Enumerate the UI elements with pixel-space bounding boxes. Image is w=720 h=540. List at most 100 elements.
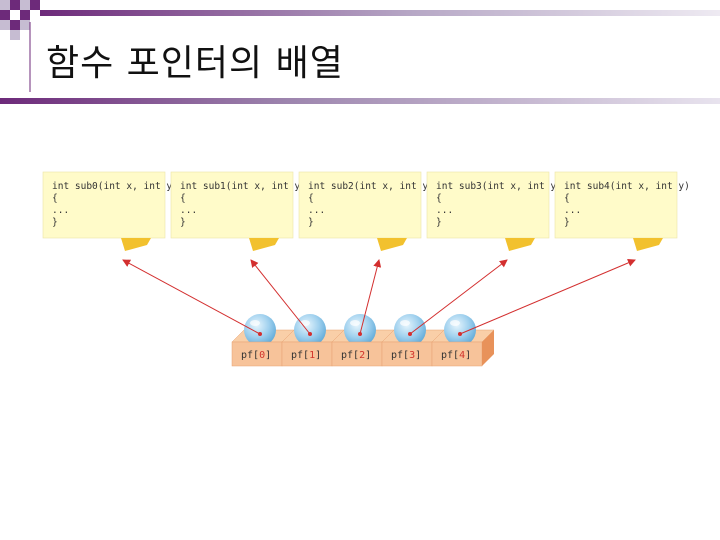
code-line: { [52, 193, 58, 204]
function-note: int sub0(int x, int y){...} [42, 171, 178, 251]
note-body [42, 171, 166, 239]
array-cell: pf[3] [381, 314, 445, 367]
cell-name: pf [341, 350, 353, 361]
header-top-bar [40, 10, 720, 16]
array-cell: pf[2] [331, 314, 395, 367]
pointer-arrow [359, 259, 382, 335]
decor-square [0, 20, 10, 30]
pointer-sphere [394, 314, 426, 346]
cell-front [231, 341, 283, 367]
code-line: int sub0(int x, int y) [52, 181, 178, 192]
cell-label: pf[4] [441, 350, 471, 361]
cell-front [281, 341, 333, 367]
slide-decoration [0, 0, 720, 104]
decor-square [0, 0, 10, 10]
close-bracket: ] [265, 350, 271, 361]
sphere-highlight [350, 320, 360, 326]
decor-square [0, 10, 10, 20]
open-bracket: [ [253, 350, 259, 361]
function-note: int sub1(int x, int y){...} [170, 171, 306, 251]
code-line: ... [564, 205, 581, 216]
cell-index: 4 [459, 350, 465, 361]
decor-square [20, 20, 30, 30]
cell-label: pf[3] [391, 350, 421, 361]
open-bracket: [ [353, 350, 359, 361]
note-tab [633, 238, 663, 251]
note-body [554, 171, 678, 239]
array-cell: pf[4] [431, 314, 495, 367]
code-line: ... [180, 205, 197, 216]
decor-square [10, 0, 20, 10]
close-bracket: ] [365, 350, 371, 361]
code-line: int sub3(int x, int y) [436, 181, 562, 192]
cell-name: pf [241, 350, 253, 361]
pointer-arrow [250, 259, 311, 335]
decor-square [20, 0, 30, 10]
decor-square [20, 10, 30, 20]
pointer-arrow [409, 259, 508, 335]
function-note: int sub4(int x, int y){...} [554, 171, 690, 251]
code-line: ... [308, 205, 325, 216]
code-line: ... [436, 205, 453, 216]
cell-index: 3 [409, 350, 415, 361]
open-bracket: [ [303, 350, 309, 361]
cell-front [431, 341, 483, 367]
code-line: { [436, 193, 442, 204]
cell-name: pf [391, 350, 403, 361]
pointer-arrow [459, 259, 636, 335]
code-line: } [52, 217, 58, 228]
note-tab [377, 238, 407, 251]
note-body [426, 171, 550, 239]
open-bracket: [ [453, 350, 459, 361]
cell-index: 1 [309, 350, 315, 361]
header-bottom-bar [0, 98, 720, 104]
code-line: int sub2(int x, int y) [308, 181, 434, 192]
code-line: { [180, 193, 186, 204]
array-side [482, 330, 494, 366]
code-line: { [308, 193, 314, 204]
code-line: } [308, 217, 314, 228]
pointer-sphere [344, 314, 376, 346]
note-body [170, 171, 294, 239]
code-line: int sub4(int x, int y) [564, 181, 690, 192]
close-bracket: ] [415, 350, 421, 361]
cell-front [331, 341, 383, 367]
close-bracket: ] [465, 350, 471, 361]
code-line: int sub1(int x, int y) [180, 181, 306, 192]
sphere-highlight [450, 320, 460, 326]
code-line: ... [52, 205, 69, 216]
cell-label: pf[0] [241, 350, 271, 361]
pointer-sphere [244, 314, 276, 346]
cell-index: 0 [259, 350, 265, 361]
function-note: int sub2(int x, int y){...} [298, 171, 434, 251]
cell-front [381, 341, 433, 367]
slide-title: 함수 포인터의 배열 [46, 43, 344, 84]
cell-name: pf [291, 350, 303, 361]
cell-name: pf [441, 350, 453, 361]
note-tab [121, 238, 151, 251]
note-tab [505, 238, 535, 251]
sphere-highlight [400, 320, 410, 326]
note-tab [249, 238, 279, 251]
cell-label: pf[1] [291, 350, 321, 361]
close-bracket: ] [315, 350, 321, 361]
code-line: } [180, 217, 186, 228]
sphere-highlight [250, 320, 260, 326]
decor-square [30, 0, 40, 10]
code-line: } [436, 217, 442, 228]
decor-square [10, 20, 20, 30]
open-bracket: [ [403, 350, 409, 361]
pointer-array: pf[0]pf[1]pf[2]pf[3]pf[4] [231, 314, 495, 367]
code-line: { [564, 193, 570, 204]
cell-label: pf[2] [341, 350, 371, 361]
pointer-arrow [122, 259, 261, 335]
note-body [298, 171, 422, 239]
decor-square [10, 30, 20, 40]
pointer-arrows [122, 259, 636, 336]
array-cell: pf[0] [231, 314, 295, 367]
pointer-sphere [294, 314, 326, 346]
function-note: int sub3(int x, int y){...} [426, 171, 562, 251]
cell-index: 2 [359, 350, 365, 361]
code-line: } [564, 217, 570, 228]
